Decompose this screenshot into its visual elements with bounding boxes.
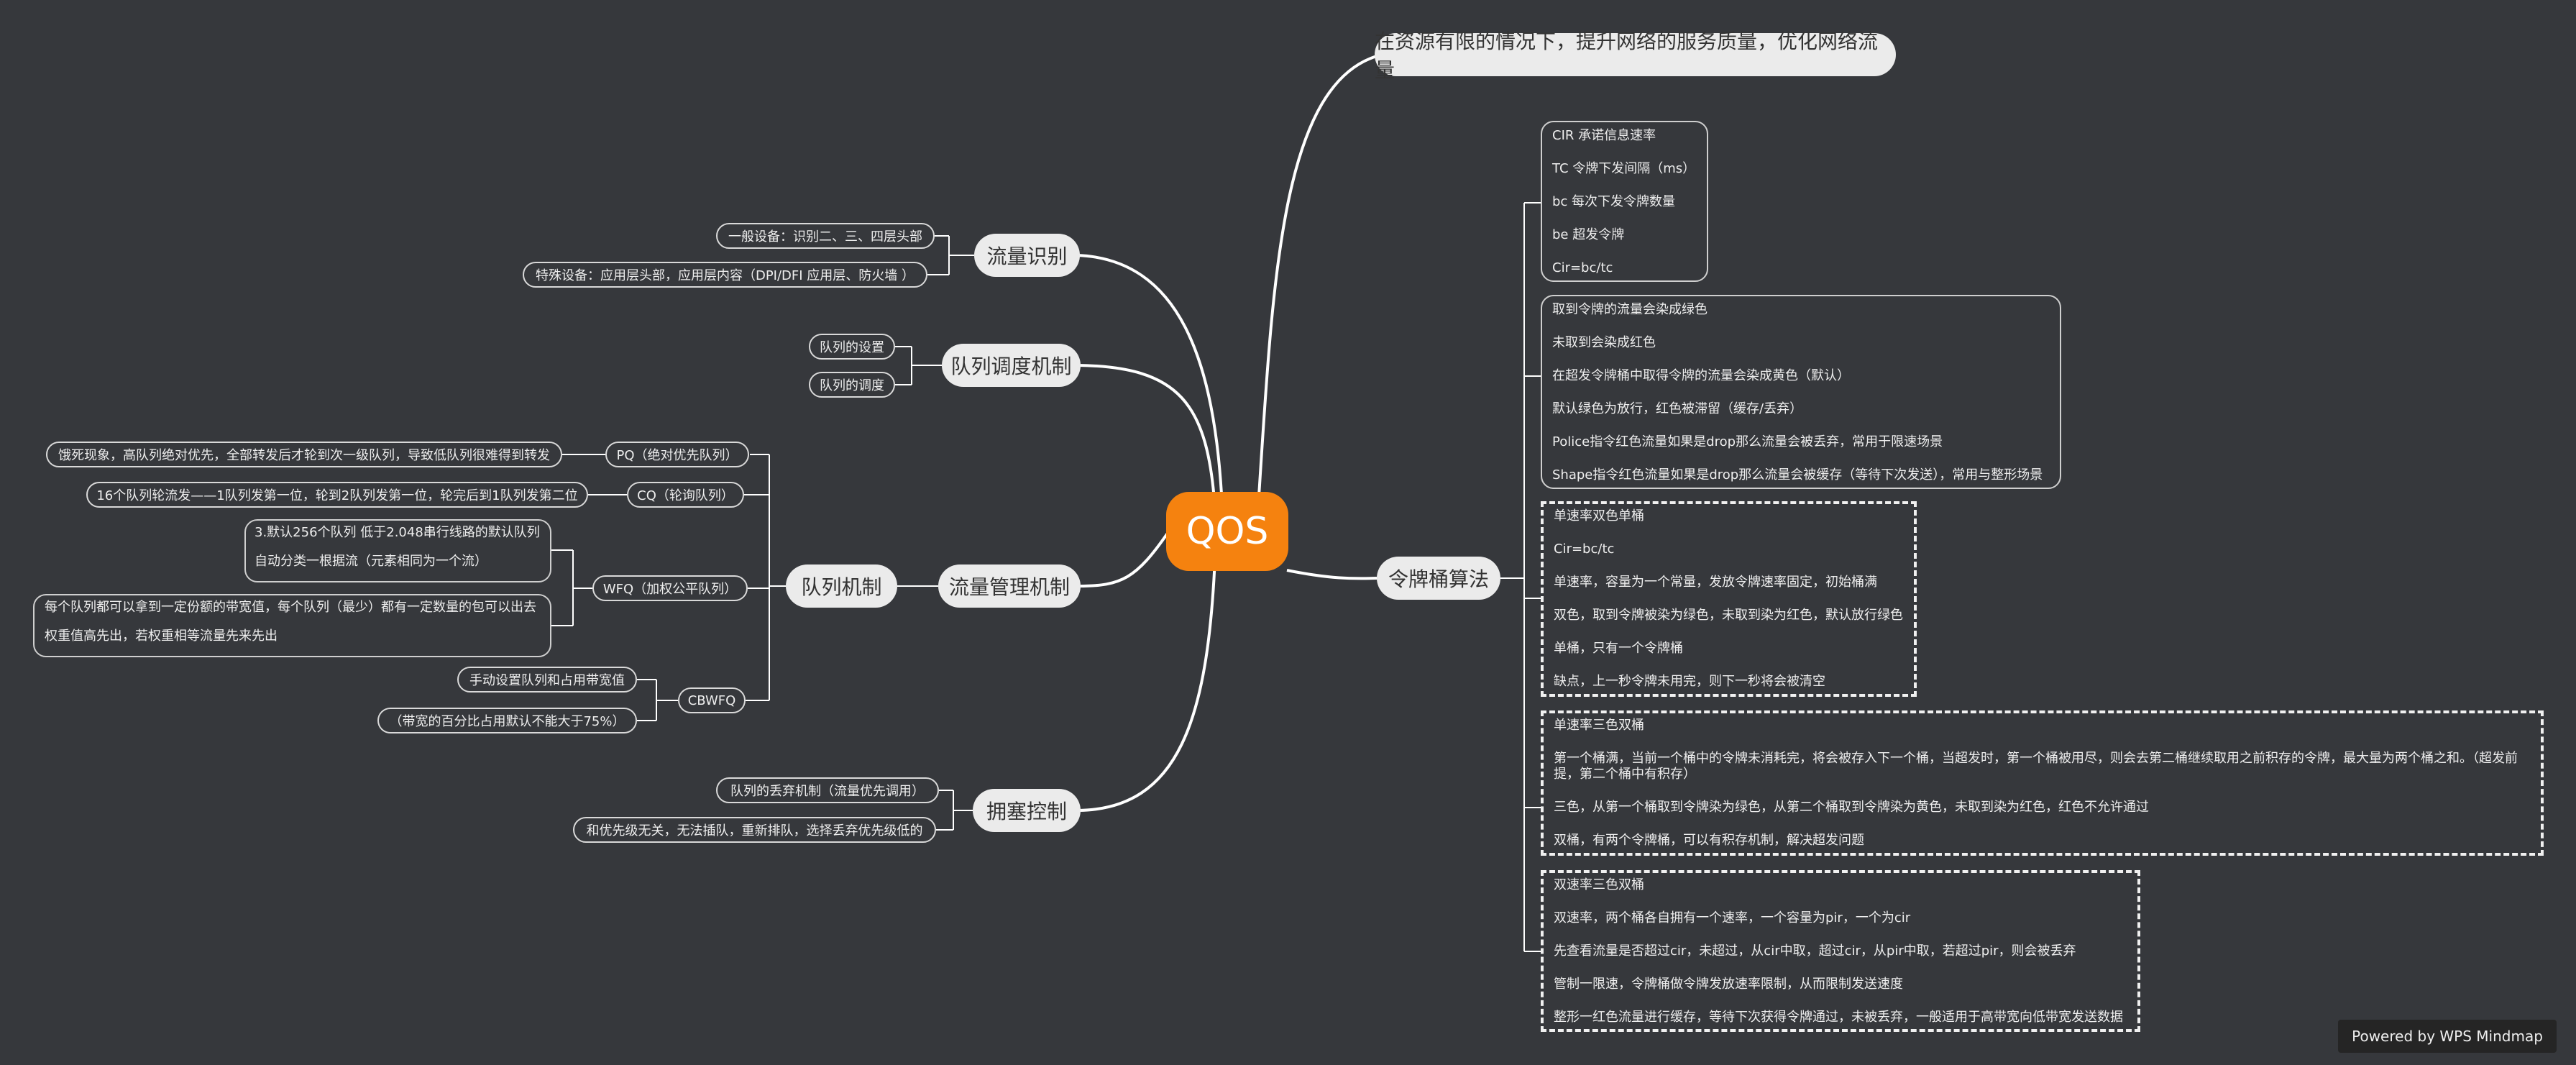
token-coloring-line: 默认绿色为放行，红色被滞留（缓存/丢弃）	[1552, 401, 1803, 416]
wfq-detail-box-2: 每个队列都可以拿到一定份额的带宽值，每个队列（最少）都有一定数量的包可以出去 权…	[33, 594, 551, 657]
link-root-congestion	[1078, 557, 1216, 812]
srsc-line: 单桶，只有一个令牌桶	[1554, 641, 1683, 656]
srsc-line: 双色，取到令牌被染为绿色，未取到染为红色，默认放行绿色	[1554, 608, 1903, 623]
cbwfq-item-manual[interactable]: 手动设置队列和占用带宽值	[457, 667, 637, 693]
srsc-line: 缺点，上一秒令牌未用完，则下一秒将会被清空	[1554, 674, 1825, 689]
srtc-line: 单速率三色双桶	[1554, 718, 1644, 733]
wfq-detail-box-1: 3.默认256个队列 低于2.048串行线路的默认队列 自动分类一根据流（元素相…	[244, 519, 551, 582]
topic-goal[interactable]: 在资源有限的情况下，提升网络的服务质量，优化网络流量	[1375, 29, 1896, 82]
congestion-item-drop[interactable]: 队列的丢弃机制（流量优先调用）	[716, 777, 939, 803]
wfq-detail-line: 每个队列都可以拿到一定份额的带宽值，每个队列（最少）都有一定数量的包可以出去	[45, 600, 536, 615]
queue-wfq-label[interactable]: WFQ（加权公平队列）	[592, 575, 748, 601]
topic-queue-mechanism[interactable]: 队列机制	[786, 565, 897, 608]
token-coloring-line: 未取到会染成红色	[1552, 335, 1656, 350]
link-root-token	[1286, 569, 1378, 580]
queue-pq-label[interactable]: PQ（绝对优先队列）	[605, 442, 749, 467]
token-param-line: bc 每次下发令牌数量	[1552, 194, 1676, 209]
two-rate-three-color-box: 双速率三色双桶 双速率，两个桶各自拥有一个速率，一个容量为pir，一个为cir …	[1541, 870, 2140, 1032]
link-root-recognition	[1076, 254, 1224, 508]
trtc-line: 先查看流量是否超过cir，未超过，从cir中取，超过cir，从pir中取，若超过…	[1554, 943, 2076, 959]
recognition-item-general[interactable]: 一般设备：识别二、三、四层头部	[716, 223, 935, 249]
srsc-line: Cir=bc/tc	[1554, 541, 1615, 557]
trtc-line: 整形一红色流量进行缓存，等待下次获得令牌通过，未被丢弃，一般适用于高带宽向低带宽…	[1554, 1010, 2123, 1025]
token-coloring-line: 取到令牌的流量会染成绿色	[1552, 302, 1708, 317]
scheduling-item-dispatch[interactable]: 队列的调度	[809, 372, 895, 398]
topic-queue-scheduling[interactable]: 队列调度机制	[942, 344, 1081, 387]
srtc-line: 双桶，有两个令牌桶，可以有积存机制，解决超发问题	[1554, 833, 1864, 848]
queue-cq-label[interactable]: CQ（轮询队列）	[627, 482, 744, 508]
wfq-detail-line: 自动分类一根据流（元素相同为一个流）	[255, 554, 487, 569]
single-rate-two-color-box: 单速率双色单桶 Cir=bc/tc 单速率，容量为一个常量，发放令牌速率固定，初…	[1541, 501, 1917, 697]
topic-traffic-recognition[interactable]: 流量识别	[974, 234, 1080, 277]
trtc-line: 管制一限速，令牌桶做令牌发放速率限制，从而限制发送速度	[1554, 977, 1903, 992]
queue-cq-desc[interactable]: 16个队列轮流发——1队列发第一位，轮到2队列发第一位，轮完后到1队列发第二位	[86, 482, 588, 508]
link-root-scheduling	[1078, 364, 1216, 510]
wfq-detail-line: 3.默认256个队列 低于2.048串行线路的默认队列	[255, 525, 540, 540]
single-rate-three-color-box: 单速率三色双桶 第一个桶满，当前一个桶中的令牌未消耗完，将会被存入下一个桶，当超…	[1541, 710, 2544, 856]
congestion-item-priority[interactable]: 和优先级无关，无法插队，重新排队，选择丢弃优先级低的	[573, 817, 936, 843]
recognition-item-special[interactable]: 特殊设备：应用层头部，应用层内容（DPI/DFI 应用层、防火墙 ）	[523, 262, 927, 288]
token-coloring-box: 取到令牌的流量会染成绿色 未取到会染成红色 在超发令牌桶中取得令牌的流量会染成黄…	[1541, 295, 2061, 489]
token-coloring-line: Police指令红色流量如果是drop那么流量会被丢弃，常用于限速场景	[1552, 434, 1943, 449]
token-coloring-line: Shape指令红色流量如果是drop那么流量会被缓存（等待下次发送），常用与整形…	[1552, 467, 2043, 483]
token-coloring-line: 在超发令牌桶中取得令牌的流量会染成黄色（默认）	[1552, 368, 1850, 383]
powered-by-badge[interactable]: Powered by WPS Mindmap	[2338, 1020, 2557, 1053]
srtc-line: 第一个桶满，当前一个桶中的令牌未消耗完，将会被存入下一个桶，当超发时，第一个桶被…	[1554, 751, 2518, 782]
srsc-line: 单速率双色单桶	[1554, 508, 1644, 524]
wfq-detail-line: 权重值高先出，若权重相等流量先来先出	[45, 629, 278, 644]
srsc-line: 单速率，容量为一个常量，发放令牌速率固定，初始桶满	[1554, 575, 1877, 590]
link-root-management	[1078, 531, 1170, 588]
scheduling-item-setting[interactable]: 队列的设置	[809, 334, 895, 360]
cbwfq-item-percent[interactable]: （带宽的百分比占用默认不能大于75%）	[377, 708, 637, 733]
topic-traffic-management[interactable]: 流量管理机制	[938, 565, 1081, 608]
link-root-goal	[1257, 55, 1378, 508]
trtc-line: 双速率三色双桶	[1554, 877, 1644, 892]
trtc-line: 双速率，两个桶各自拥有一个速率，一个容量为pir，一个为cir	[1554, 910, 1911, 925]
token-params-box: CIR 承诺信息速率 TC 令牌下发间隔（ms） bc 每次下发令牌数量 be …	[1541, 121, 1708, 282]
topic-token-bucket[interactable]: 令牌桶算法	[1377, 557, 1500, 600]
token-param-line: Cir=bc/tc	[1552, 260, 1613, 275]
token-param-line: TC 令牌下发间隔（ms）	[1552, 161, 1696, 176]
token-param-line: CIR 承诺信息速率	[1552, 128, 1656, 143]
token-param-line: be 超发令牌	[1552, 227, 1625, 242]
root-node-qos[interactable]: QOS	[1166, 492, 1288, 571]
queue-pq-desc[interactable]: 饿死现象，高队列绝对优先，全部转发后才轮到次一级队列，导致低队列很难得到转发	[46, 442, 562, 467]
srtc-line: 三色，从第一个桶取到令牌染为绿色，从第二个桶取到令牌染为黄色，未取到染为红色，红…	[1554, 800, 2149, 815]
queue-cbwfq-label[interactable]: CBWFQ	[678, 687, 746, 713]
topic-congestion-control[interactable]: 拥塞控制	[973, 789, 1081, 832]
